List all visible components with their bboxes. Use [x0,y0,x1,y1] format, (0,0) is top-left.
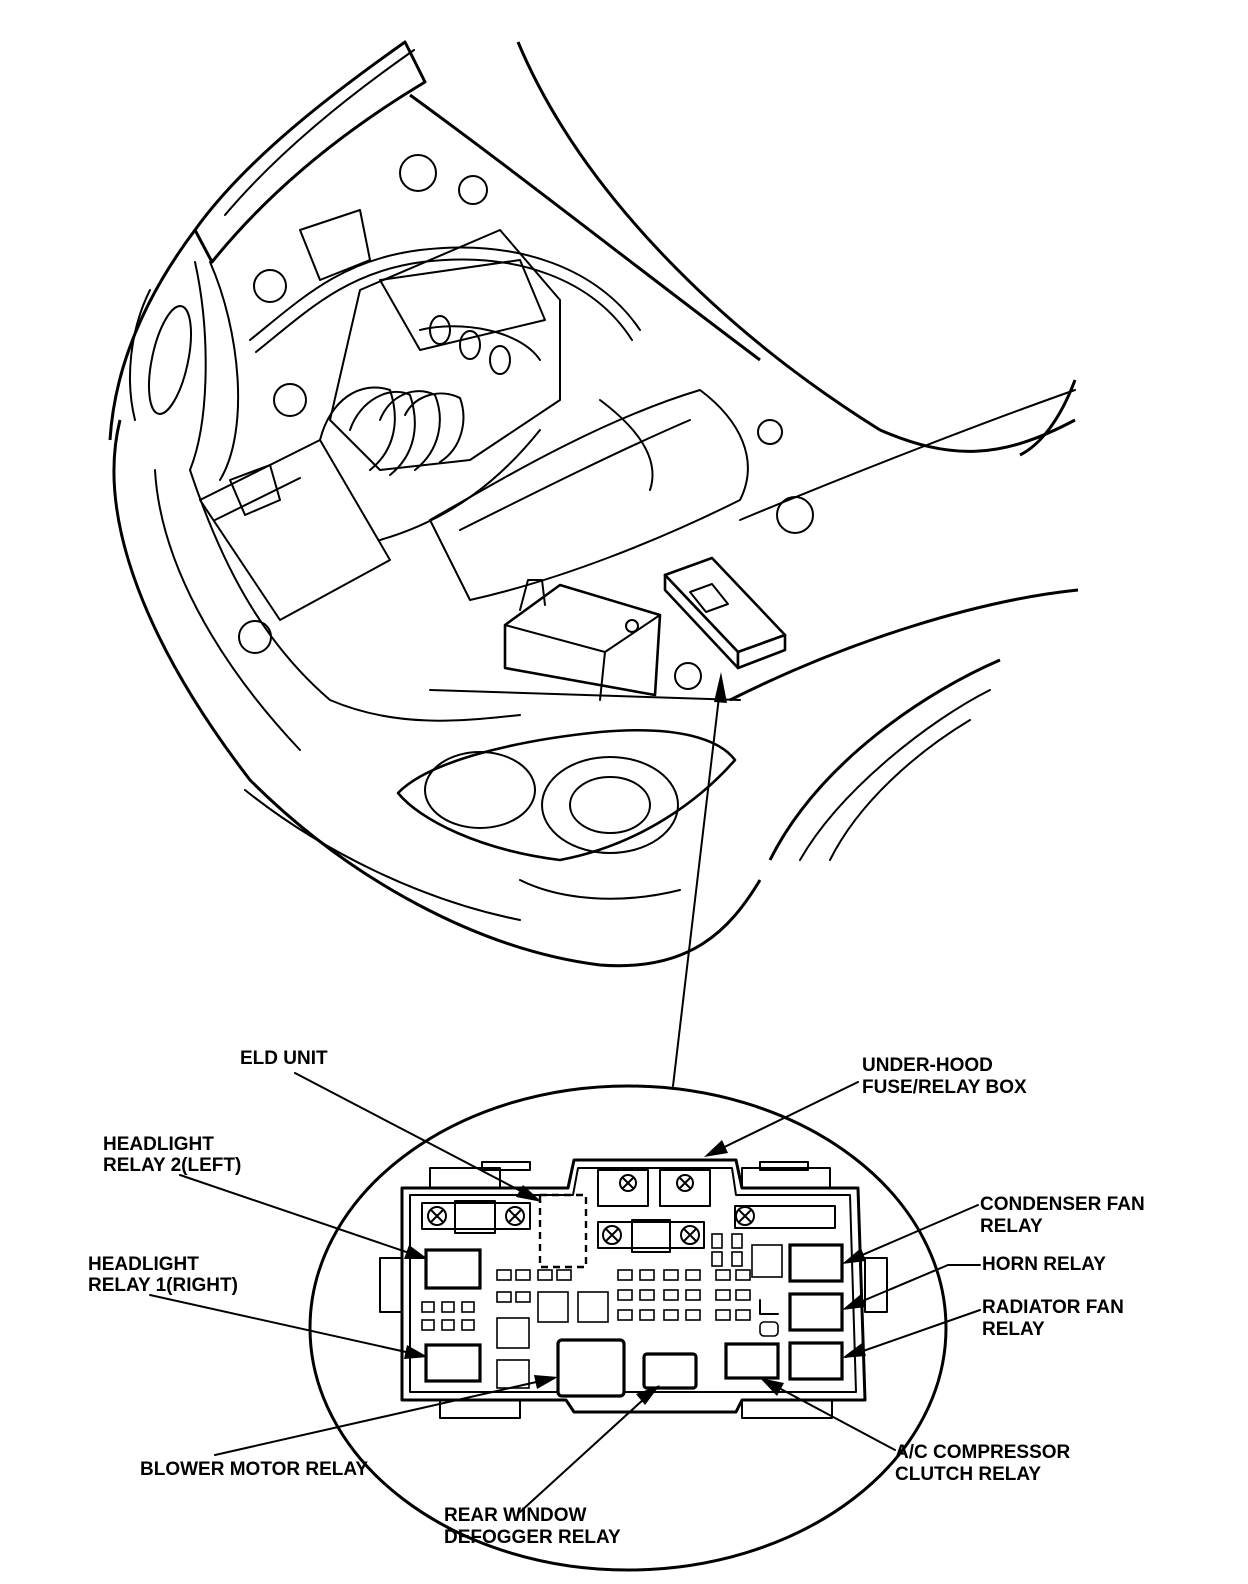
label-ac-compressor-line2: CLUTCH RELAY [895,1464,1041,1485]
label-under-hood-line1: UNDER-HOOD [862,1055,993,1076]
battery [503,583,662,697]
label-headlight-relay2-line2: RELAY 2(LEFT) [103,1155,241,1176]
air-box [429,389,749,601]
pointer-line [672,679,722,1087]
rear-window-defogger-relay [642,1352,698,1390]
ac-compressor-clutch-relay [724,1342,780,1380]
condenser-fan-relay [788,1243,844,1283]
front-bumper [112,419,762,968]
label-ac-compressor-line1: A/C COMPRESSOR [895,1442,1071,1463]
fuse-relay-box-detail [379,1158,888,1419]
label-headlight-relay2-line1: HEADLIGHT [103,1134,214,1155]
label-rear-window-line2: DEFOGGER RELAY [444,1527,621,1548]
headlight-unit [396,728,737,862]
raised-hood [193,40,427,264]
screw-terminal [421,1169,836,1253]
label-under-hood-line2: FUSE/RELAY BOX [862,1077,1027,1098]
engine-intake [329,229,561,471]
label-rear-window-line1: REAR WINDOW [444,1505,587,1526]
leader-lines [149,1072,981,1513]
eld-unit [538,1193,588,1269]
label-condenser-fan-line2: RELAY [980,1216,1043,1237]
pointer-arrowhead [714,672,727,703]
label-blower-motor-relay: BLOWER MOTOR RELAY [140,1459,368,1480]
mini-fuses [421,1233,779,1337]
radiator-fan-relay [788,1341,844,1381]
headlight-relay-2 [424,1248,482,1290]
box-housing [400,1158,867,1414]
under-hood-box-in-car [663,556,787,670]
headlight-relay-1 [424,1343,482,1383]
label-headlight-relay1-line2: RELAY 1(RIGHT) [88,1275,238,1296]
label-horn-relay: HORN RELAY [982,1254,1106,1275]
label-headlight-relay1-line1: HEADLIGHT [88,1254,199,1275]
label-radiator-fan-line1: RADIATOR FAN [982,1297,1124,1318]
car-illustration [108,40,1079,968]
label-radiator-fan-line2: RELAY [982,1319,1045,1340]
horn-relay [788,1292,844,1332]
detail-ellipse [308,1084,948,1572]
callout-labels: ELD UNIT UNDER-HOOD FUSE/RELAY BOX HEADL… [88,1048,1145,1548]
blower-motor-relay [556,1338,626,1398]
label-condenser-fan-line1: CONDENSER FAN [980,1194,1145,1215]
label-eld-unit: ELD UNIT [240,1048,328,1069]
